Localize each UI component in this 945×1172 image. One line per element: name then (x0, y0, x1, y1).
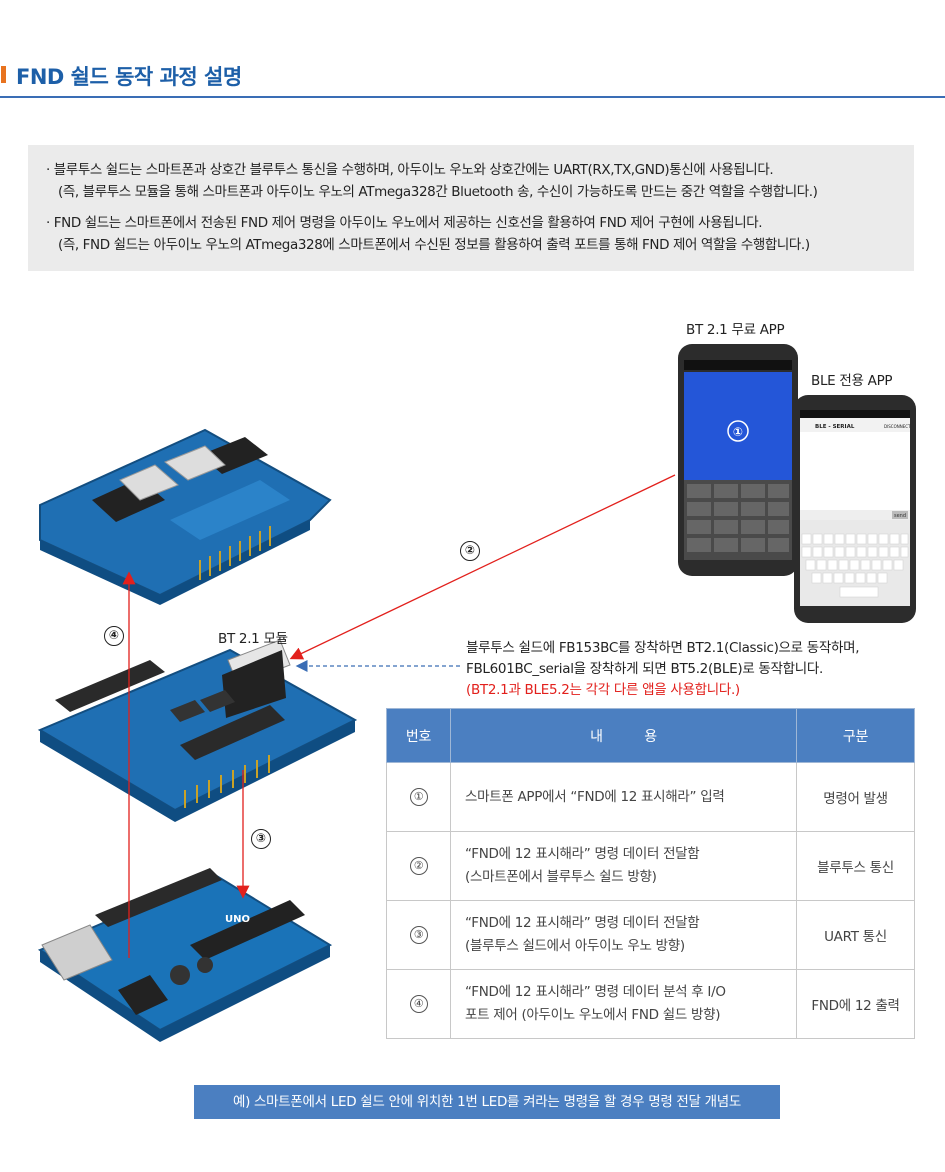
table-row: ② “FND에 12 표시해라” 명령 데이터 전달함 (스마트폰에서 블루투스 … (386, 831, 915, 901)
table-row: ③ “FND에 12 표시해라” 명령 데이터 전달함 (블루투스 쉴드에서 아두… (386, 900, 915, 970)
phone2-send: send (894, 513, 906, 519)
bt-module-label: BT 2.1 모듈 (218, 631, 288, 647)
row-number: ① (409, 788, 428, 806)
app-ble-label: BLE 전용 APP (811, 373, 893, 389)
phone2-disconnect: DISCONNECT (884, 424, 911, 429)
diagram-caption: 예) 스마트폰에서 LED 쉴드 안에 위치한 1번 LED를 켜라는 명령을 … (194, 1085, 780, 1119)
phone-bt21-image: ① (678, 344, 798, 576)
fnd-shield-image: 8 (39, 428, 332, 605)
section-header: FND 쉴드 동작 과정 설명 (0, 58, 945, 98)
table-header-row: 번호 내 용 구분 (386, 708, 915, 763)
row-desc: “FND에 12 표시해라” 명령 데이터 분석 후 I/O (465, 984, 726, 1000)
bluetooth-shield-image (37, 639, 358, 822)
info-item: · FND 쉴드는 스마트폰에서 전송된 FND 제어 명령을 아두이노 우노에… (46, 212, 914, 256)
table-row: ① 스마트폰 APP에서 “FND에 12 표시해라” 입력 명령어 발생 (386, 762, 915, 832)
info-sub: (즉, FND 쉴드는 아두이노 우노의 ATmega328에 스마트폰에서 수… (58, 237, 810, 253)
row-category: 블루투스 통신 (796, 831, 915, 901)
phone2-header: BLE - SERIAL (815, 424, 855, 430)
row-desc: “FND에 12 표시해라” 명령 데이터 전달함 (465, 915, 700, 931)
header-category: 구분 (796, 708, 915, 763)
row-desc-sub: 포트 제어 (아두이노 우노에서 FND 쉴드 방향) (465, 1007, 721, 1023)
row-category: UART 통신 (796, 900, 915, 970)
row-desc-sub: (블루투스 쉴드에서 아두이노 우노 방향) (465, 938, 685, 954)
row-category: FND에 12 출력 (796, 969, 915, 1039)
note-warning: (BT2.1과 BLE5.2는 각각 다른 앱을 사용합니다.) (466, 682, 740, 698)
note-line: 블루투스 쉴드에 FB153BC를 장착하면 BT2.1(Classic)으로 … (466, 640, 860, 656)
steps-table: 번호 내 용 구분 ① 스마트폰 APP에서 “FND에 12 표시해라” 입력… (386, 708, 915, 1039)
header-number: 번호 (386, 708, 451, 763)
phone-ble-image: BLE - SERIAL DISCONNECT send (794, 395, 916, 623)
step-2-marker: ② (460, 541, 480, 561)
info-line: · 블루투스 쉴드는 스마트폰과 상호간 블루투스 통신을 수행하며, 아두이노… (46, 162, 774, 178)
row-category: 명령어 발생 (796, 762, 915, 832)
title-accent-bar (1, 66, 6, 83)
info-sub: (즉, 블루투스 모듈을 통해 스마트폰과 아두이노 우노의 ATmega328… (58, 184, 818, 200)
step-3-marker: ③ (251, 829, 271, 849)
uno-label: UNO (225, 914, 250, 925)
row-desc: “FND에 12 표시해라” 명령 데이터 전달함 (465, 846, 700, 862)
arduino-uno-image: UNO (37, 868, 333, 1042)
page-title: FND 쉴드 동작 과정 설명 (16, 65, 242, 89)
row-number: ④ (409, 995, 428, 1013)
note-line: FBL601BC_serial을 장착하게 되면 BT5.2(BLE)로 동작합… (466, 661, 824, 677)
row-desc: 스마트폰 APP에서 “FND에 12 표시해라” 입력 (465, 788, 725, 805)
header-content: 내 용 (450, 708, 797, 763)
phone1-number: ① (733, 425, 743, 439)
row-number: ③ (409, 926, 428, 944)
step-4-marker: ④ (104, 626, 124, 646)
info-line: · FND 쉴드는 스마트폰에서 전송된 FND 제어 명령을 아두이노 우노에… (46, 215, 763, 231)
table-row: ④ “FND에 12 표시해라” 명령 데이터 분석 후 I/O 포트 제어 (아… (386, 969, 915, 1039)
bt-version-note: 블루투스 쉴드에 FB153BC를 장착하면 BT2.1(Classic)으로 … (466, 638, 860, 701)
row-number: ② (409, 857, 428, 875)
row-desc-sub: (스마트폰에서 블루투스 쉴드 방향) (465, 869, 657, 885)
info-item: · 블루투스 쉴드는 스마트폰과 상호간 블루투스 통신을 수행하며, 아두이노… (46, 159, 914, 203)
arrow-step-2 (289, 474, 676, 660)
app-bt21-label: BT 2.1 무료 APP (686, 322, 785, 338)
info-box: · 블루투스 쉴드는 스마트폰과 상호간 블루투스 통신을 수행하며, 아두이노… (28, 145, 914, 271)
